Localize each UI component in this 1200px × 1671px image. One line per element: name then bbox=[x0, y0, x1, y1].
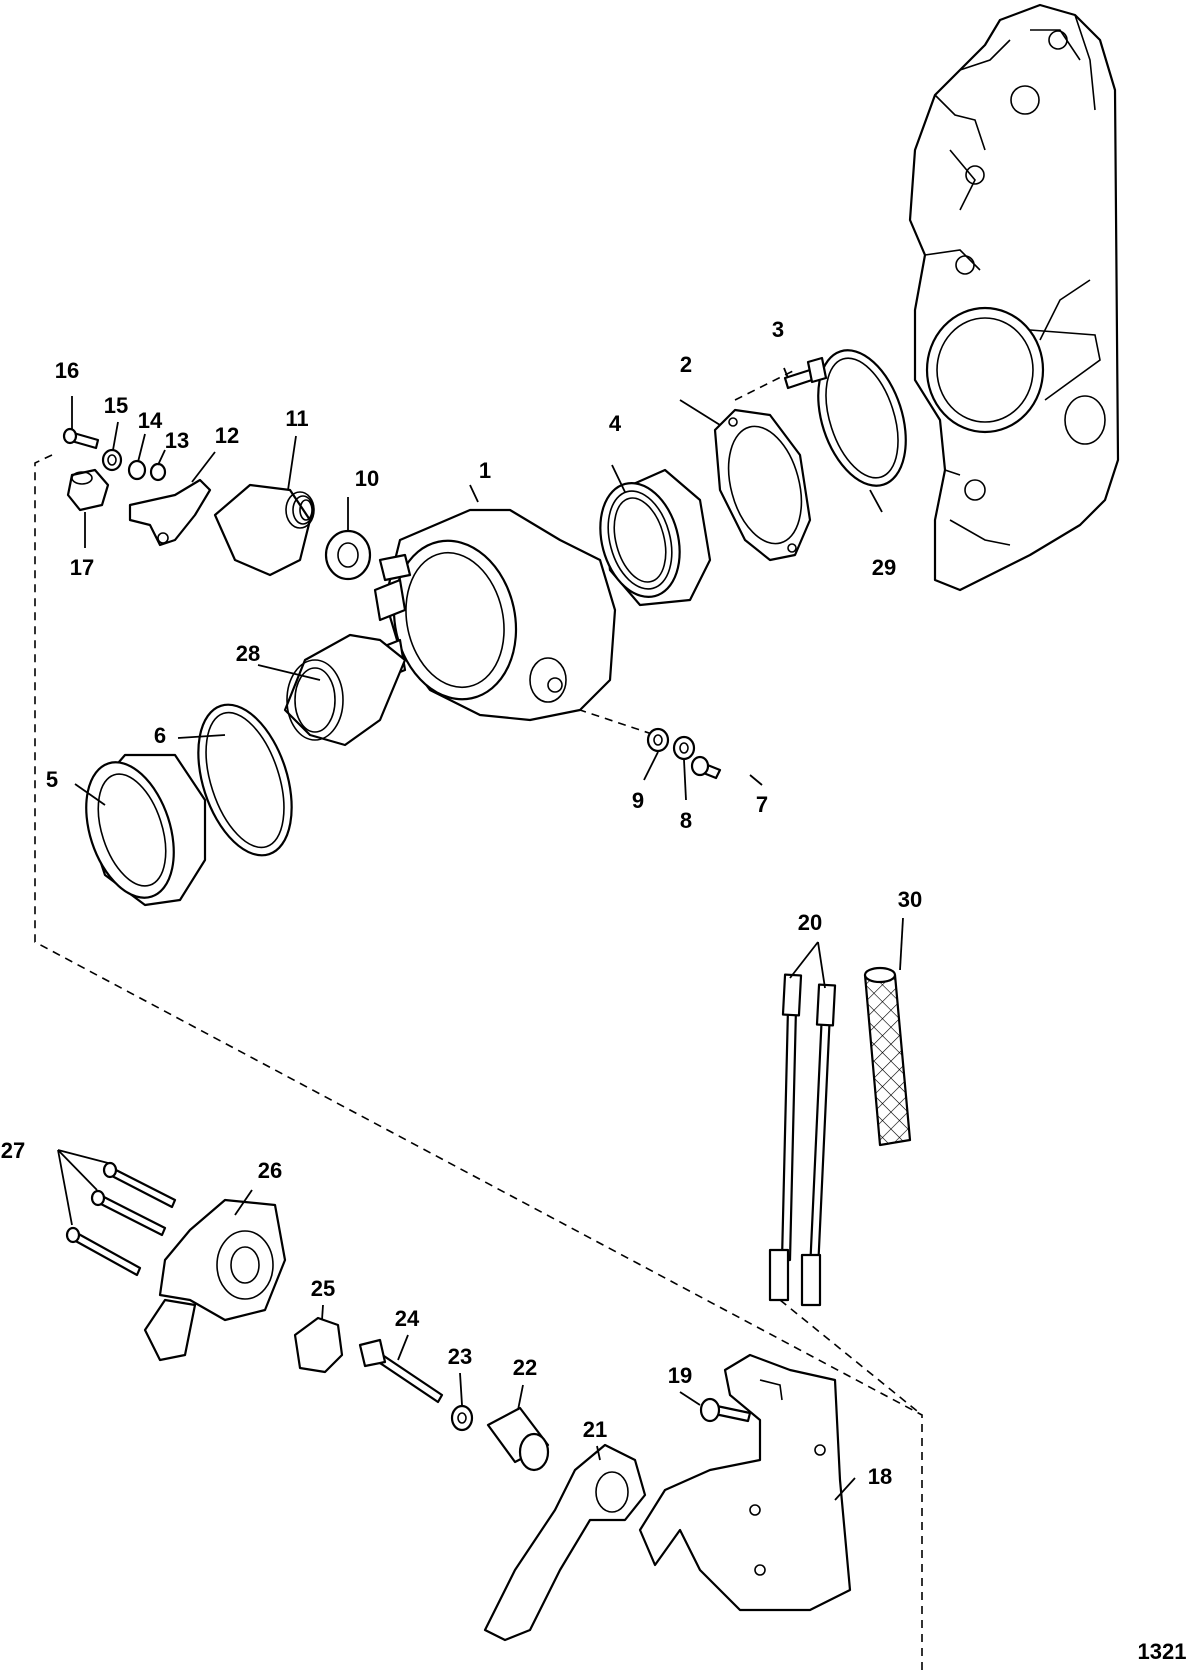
label-part-10: 10 bbox=[355, 466, 379, 491]
label-part-3: 3 bbox=[772, 317, 784, 342]
part-15-nut bbox=[101, 448, 123, 472]
part-24-bolt bbox=[358, 1338, 444, 1404]
part-28-cone bbox=[283, 633, 407, 747]
part-14-washer bbox=[127, 459, 147, 481]
label-part-19: 19 bbox=[668, 1363, 692, 1388]
part-18-bracket bbox=[638, 1353, 852, 1612]
part-21-shift-lever bbox=[483, 1443, 647, 1642]
label-part-25: 25 bbox=[311, 1276, 335, 1301]
label-part-28: 28 bbox=[236, 641, 260, 666]
part-16-bolt bbox=[62, 427, 100, 450]
part-23-washer bbox=[450, 1404, 474, 1432]
label-part-23: 23 bbox=[448, 1344, 472, 1369]
label-part-30: 30 bbox=[898, 887, 922, 912]
label-part-8: 8 bbox=[680, 808, 692, 833]
part-8-washer bbox=[672, 735, 696, 761]
part-27-screws bbox=[65, 1161, 177, 1277]
label-part-21: 21 bbox=[583, 1417, 607, 1442]
part-22-spacer bbox=[486, 1406, 550, 1472]
part-11-spring-bracket bbox=[213, 483, 315, 577]
label-part-16: 16 bbox=[55, 358, 79, 383]
diagram-code: 1321 bbox=[1138, 1639, 1187, 1664]
label-part-24: 24 bbox=[395, 1306, 420, 1331]
label-part-18: 18 bbox=[868, 1464, 892, 1489]
gimbal-housing bbox=[908, 3, 1120, 592]
part-13-washer bbox=[149, 462, 167, 482]
label-part-5: 5 bbox=[46, 767, 58, 792]
label-part-13: 13 bbox=[165, 428, 189, 453]
part-5-boot bbox=[85, 753, 207, 907]
part-9-washer bbox=[646, 727, 670, 753]
part-7-bolt bbox=[690, 755, 722, 780]
part-3-screw bbox=[783, 356, 828, 390]
label-part-29: 29 bbox=[872, 555, 896, 580]
label-part-22: 22 bbox=[513, 1355, 537, 1380]
part-26-actuator bbox=[143, 1198, 287, 1362]
label-part-14: 14 bbox=[138, 408, 163, 433]
part-29-clamp bbox=[817, 349, 907, 487]
label-part-26: 26 bbox=[258, 1158, 282, 1183]
part-25-clip bbox=[293, 1316, 344, 1374]
label-part-20: 20 bbox=[798, 910, 822, 935]
label-part-4: 4 bbox=[609, 411, 622, 436]
label-part-15: 15 bbox=[104, 393, 128, 418]
label-part-17: 17 bbox=[70, 555, 94, 580]
part-2-gasket bbox=[713, 408, 812, 562]
label-part-11: 11 bbox=[285, 406, 308, 431]
part-1-housing bbox=[373, 508, 617, 722]
part-4-seal bbox=[599, 468, 712, 607]
part-12-lever bbox=[128, 478, 212, 547]
part-30-sleeve bbox=[863, 966, 912, 1147]
label-part-1: 1 bbox=[479, 458, 491, 483]
leader-lines bbox=[57, 367, 904, 1501]
part-20-cables bbox=[768, 973, 837, 1307]
label-part-7: 7 bbox=[756, 792, 768, 817]
label-part-2: 2 bbox=[680, 352, 692, 377]
part-17-bushing bbox=[66, 468, 110, 512]
part-6-clamp bbox=[197, 703, 293, 857]
part-19-bolt bbox=[699, 1397, 752, 1423]
label-part-27: 27 bbox=[1, 1138, 25, 1163]
label-part-9: 9 bbox=[632, 788, 644, 813]
part-labels: 1 2 3 4 5 6 7 8 9 10 11 12 13 14 15 16 1… bbox=[1, 317, 922, 1489]
label-part-12: 12 bbox=[215, 423, 239, 448]
part-10-washer bbox=[324, 529, 372, 581]
label-part-6: 6 bbox=[154, 723, 166, 748]
